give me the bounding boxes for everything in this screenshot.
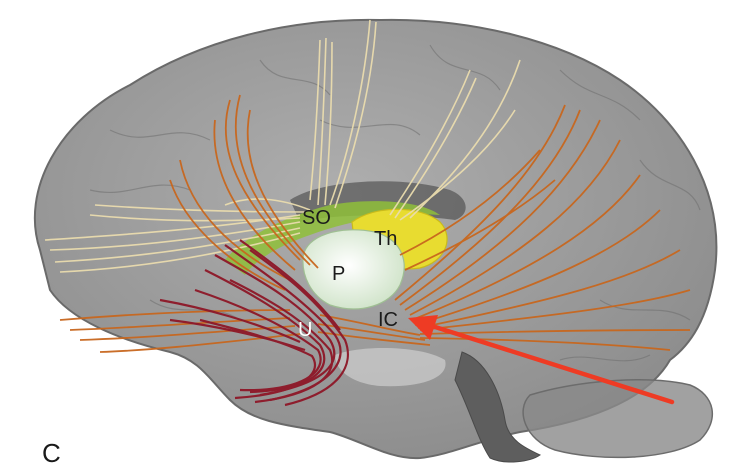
cream-fibers [44, 19, 521, 273]
orange-fibers [59, 94, 691, 353]
hippocampal-region [335, 348, 446, 387]
brainstem [454, 351, 541, 463]
panel-letter: C [42, 438, 61, 468]
gyral-texture [89, 44, 701, 362]
label-u: U [298, 319, 312, 341]
putamen [302, 229, 405, 310]
red-arrow-icon [408, 315, 675, 405]
label-so: SO [302, 207, 331, 229]
label-th: Th [374, 228, 397, 250]
label-ic: IC [378, 309, 398, 331]
caudate-green [225, 201, 440, 275]
cerebellum [522, 379, 714, 459]
label-p: P [332, 263, 345, 285]
uncinate-fibers [159, 239, 349, 407]
